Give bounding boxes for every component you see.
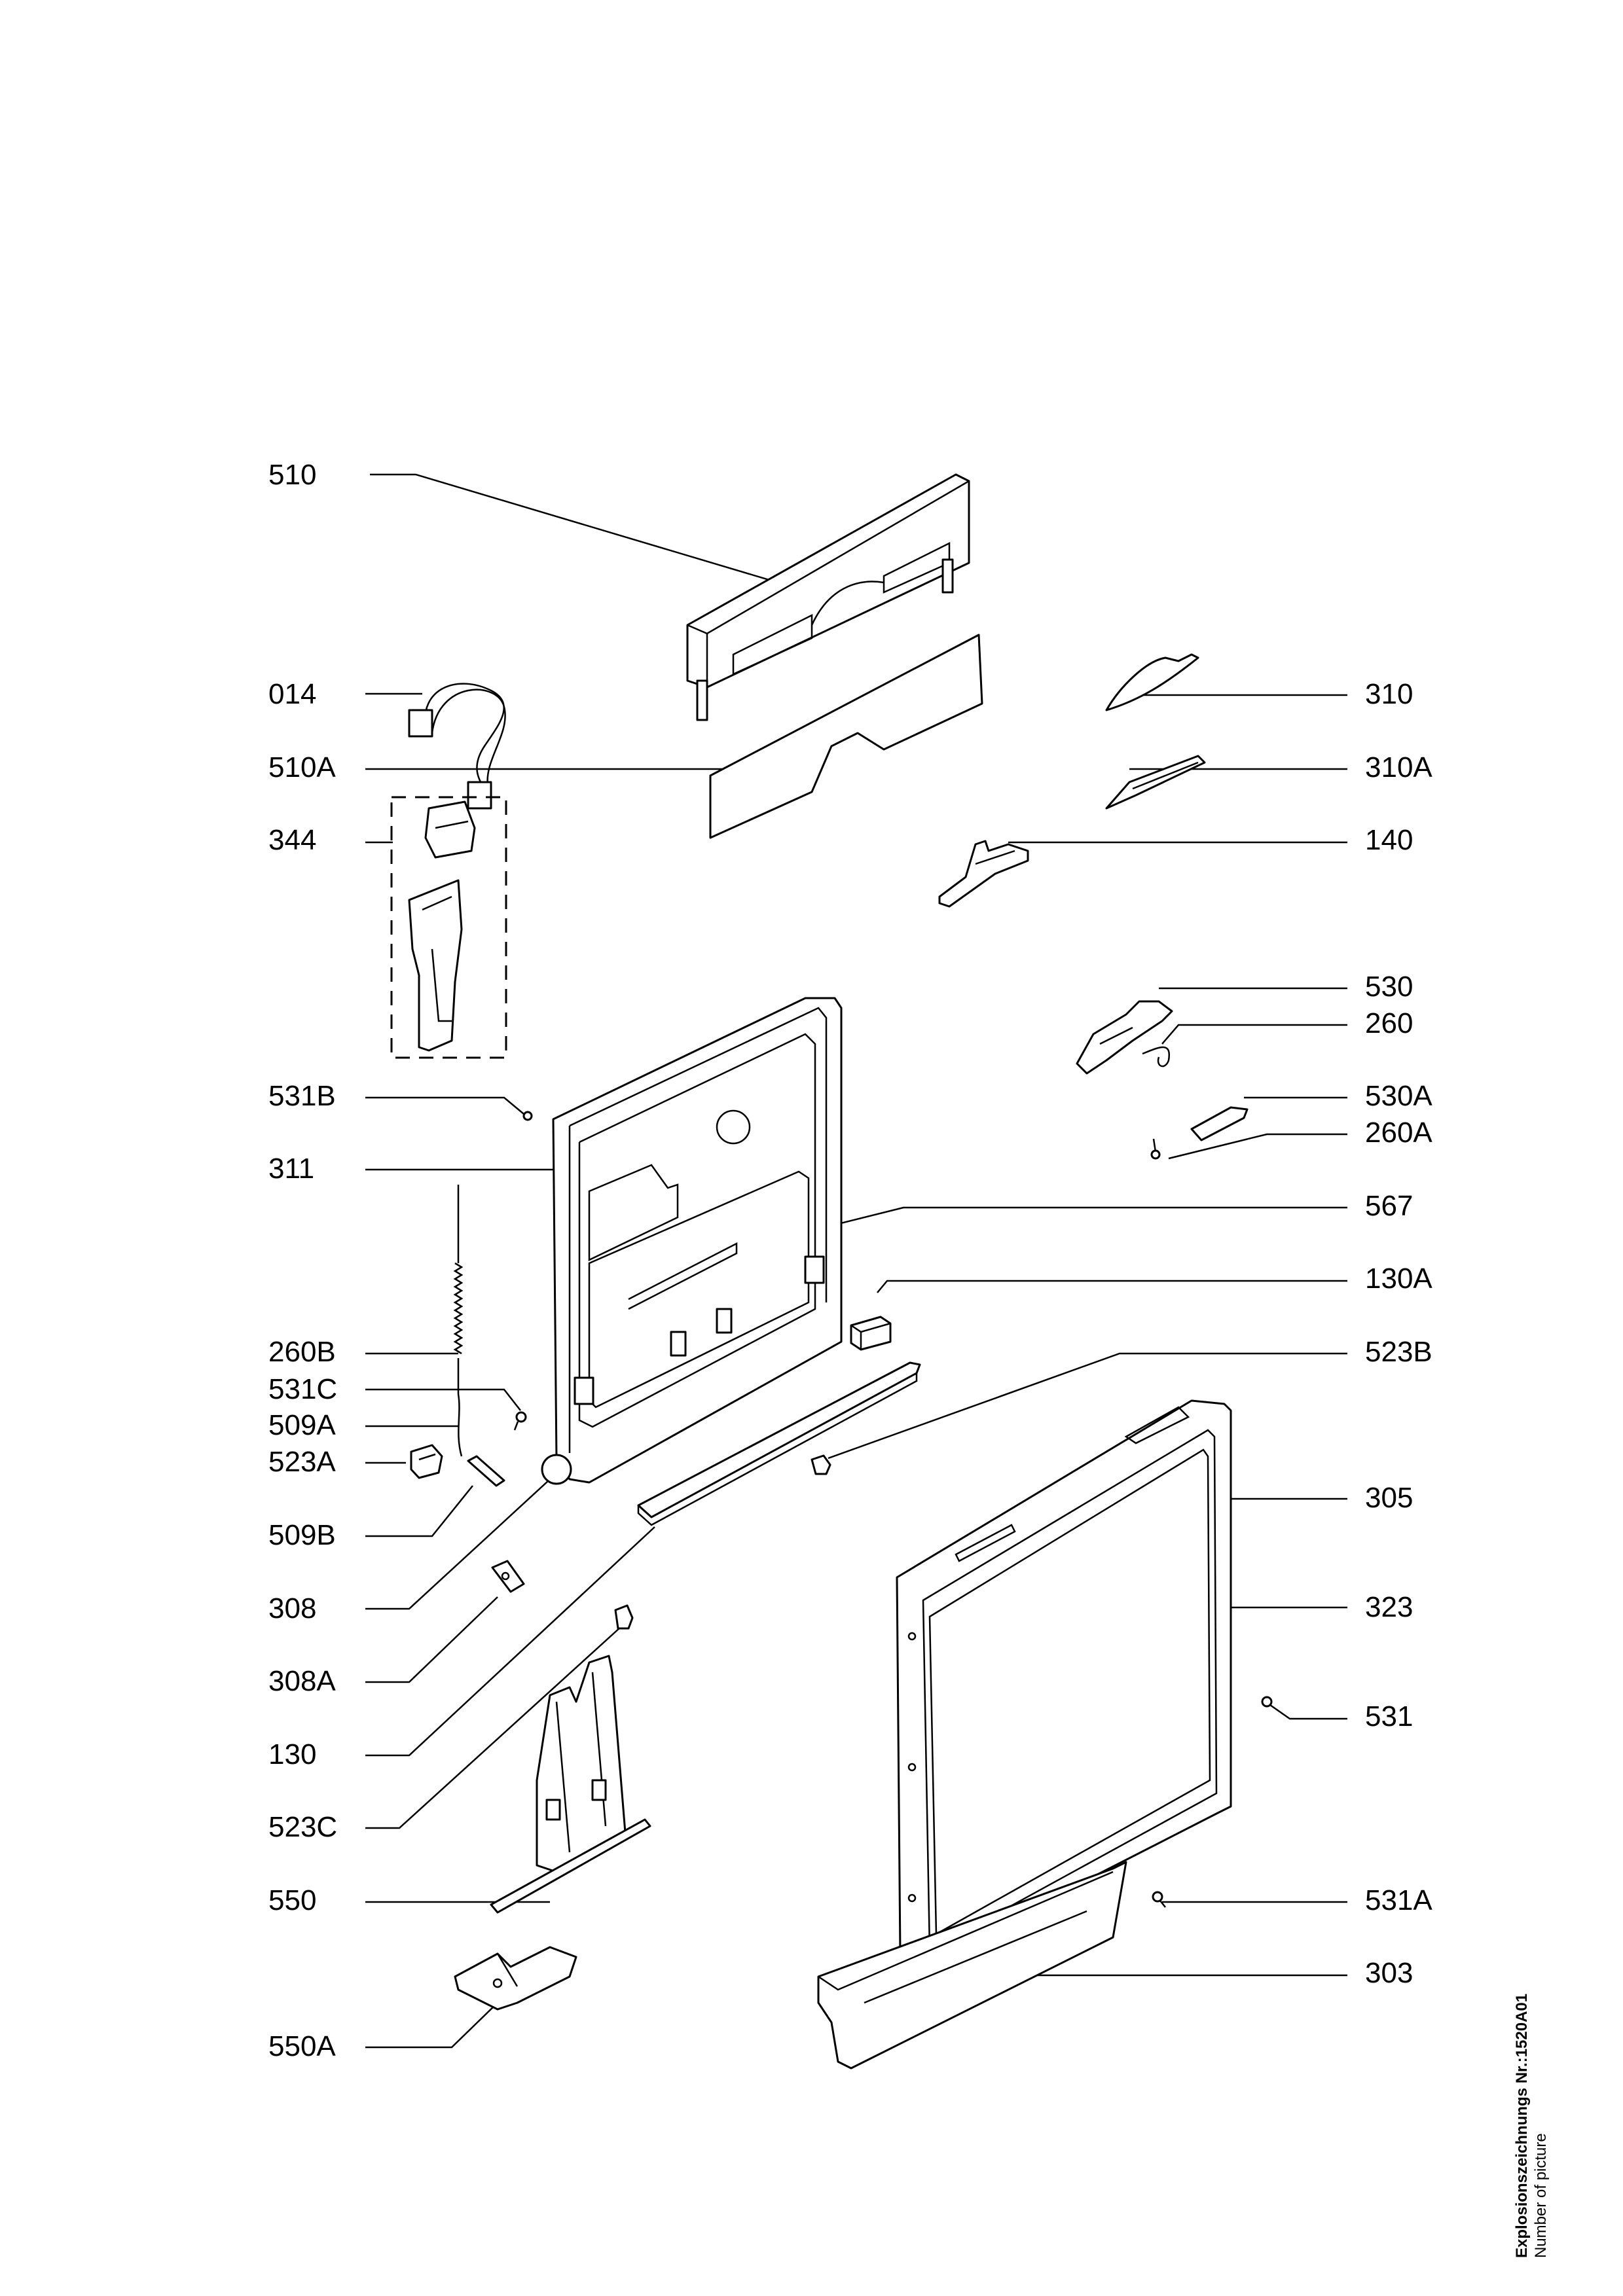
leader-308	[365, 1480, 549, 1610]
part-label-260b: 260B	[268, 1336, 336, 1368]
part-label-260: 260	[1365, 1007, 1413, 1039]
part-550a-hinge-base	[454, 1946, 577, 2011]
part-label-308: 308	[268, 1592, 316, 1624]
leader-260	[1161, 1024, 1347, 1045]
leader-523b	[828, 1352, 1347, 1460]
part-510a-panel-insert	[709, 634, 983, 839]
picture-number-title: Explosionszeichnungs Nr.:1520A01	[1513, 1993, 1531, 2258]
left-part-labels: 510 014 510A 344 531B 311 260B 531C 509A…	[268, 459, 337, 2062]
part-label-140: 140	[1365, 824, 1413, 856]
part-label-567: 567	[1365, 1190, 1413, 1222]
part-label-523b: 523B	[1365, 1336, 1432, 1368]
leader-531c	[365, 1388, 521, 1411]
part-label-531b: 531B	[268, 1080, 336, 1112]
part-label-310a: 310A	[1365, 751, 1432, 783]
leader-130	[365, 1526, 655, 1757]
leader-260a	[1168, 1133, 1347, 1160]
part-label-531a: 531A	[1365, 1884, 1432, 1916]
leader-lines	[365, 473, 1347, 2049]
part-label-310: 310	[1365, 678, 1413, 710]
part-label-510: 510	[268, 459, 316, 491]
part-label-305: 305	[1365, 1482, 1413, 1514]
part-310a-trim	[1105, 755, 1206, 810]
part-label-344: 344	[268, 824, 316, 856]
leader-510	[370, 473, 783, 585]
leader-523c	[365, 1626, 621, 1829]
part-130a-block	[850, 1316, 892, 1351]
leader-130a	[877, 1280, 1347, 1293]
part-label-531c: 531C	[268, 1373, 337, 1405]
part-label-550: 550	[268, 1884, 316, 1916]
part-303-kick-plate	[817, 1861, 1127, 2070]
part-label-509a: 509A	[268, 1409, 336, 1441]
part-label-311: 311	[268, 1153, 314, 1185]
leader-550a	[365, 2002, 498, 2049]
part-531-screw	[1261, 1696, 1273, 1708]
part-509b-bolt	[467, 1455, 505, 1487]
part-308a-bracket	[491, 1560, 525, 1593]
leader-509b	[365, 1485, 473, 1537]
part-label-308a: 308A	[268, 1665, 336, 1697]
part-310-trim	[1105, 653, 1199, 711]
part-530-bracket	[1076, 1000, 1173, 1075]
part-531c-screw	[513, 1411, 527, 1431]
part-014-cable-harness	[408, 683, 506, 810]
part-label-530a: 530A	[1365, 1080, 1432, 1112]
part-510-control-panel	[686, 473, 970, 721]
part-530a-bracket	[1190, 1106, 1249, 1141]
leader-531	[1269, 1704, 1347, 1720]
part-label-303: 303	[1365, 1957, 1413, 1989]
part-550-hinge	[490, 1655, 651, 1914]
part-344-door-lock-group	[390, 796, 507, 1059]
picture-number-rotated: Explosionszeichnungs Nr.:1520A01 Number …	[1512, 1994, 1550, 2258]
part-260b-spring	[453, 1185, 464, 1394]
part-label-530: 530	[1365, 971, 1413, 1003]
right-part-labels: 310 310A 140 530 260 530A 260A 567 130A …	[1365, 678, 1432, 1989]
part-509a-rope	[457, 1393, 463, 1457]
part-531a-screw	[1152, 1891, 1166, 1908]
part-260a-pin	[1150, 1138, 1161, 1160]
part-140-bracket	[938, 840, 1029, 908]
part-311-inner-door	[541, 997, 843, 1485]
picture-number-subtitle: Number of picture	[1532, 2133, 1550, 2258]
leader-531b	[365, 1096, 524, 1115]
part-label-323: 323	[1365, 1591, 1413, 1623]
part-531b-screw	[522, 1111, 533, 1121]
part-label-523a: 523A	[268, 1446, 336, 1478]
part-label-550a: 550A	[268, 2030, 336, 2062]
part-523a-clip	[410, 1444, 443, 1479]
part-label-531: 531	[1365, 1700, 1413, 1732]
part-label-260a: 260A	[1365, 1117, 1432, 1149]
part-label-523c: 523C	[268, 1811, 337, 1843]
part-130-rail	[637, 1361, 921, 1526]
part-label-509b: 509B	[268, 1519, 336, 1551]
part-305-outer-door	[896, 1399, 1232, 1965]
part-label-510a: 510A	[268, 751, 336, 783]
picture-number-block: Explosionszeichnungs Nr.:1520A01 Number …	[1512, 1994, 1565, 2258]
leader-308a	[365, 1596, 498, 1683]
part-523b-clip	[811, 1454, 831, 1475]
part-label-130: 130	[268, 1738, 316, 1770]
part-523c-clip	[614, 1604, 634, 1630]
part-260-clip	[1142, 1046, 1171, 1067]
part-label-130a: 130A	[1365, 1263, 1432, 1295]
part-label-014: 014	[268, 678, 316, 710]
